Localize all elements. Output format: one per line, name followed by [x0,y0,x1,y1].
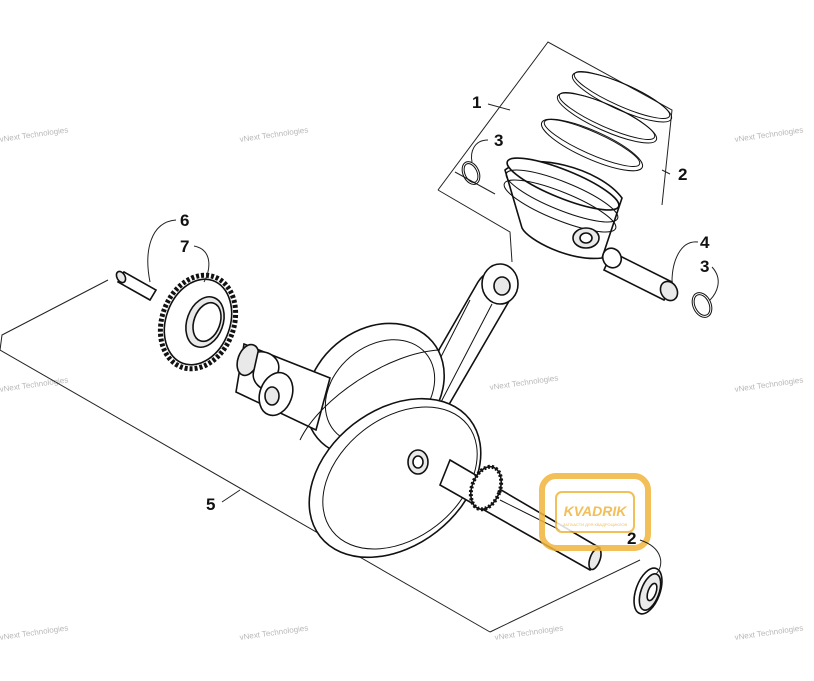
callout-6: 6 [180,211,189,230]
watermark-text: vNext Technologies [734,623,804,642]
crankshaft-left-shaft [235,342,331,432]
callouts: 1 2 3 4 3 6 7 5 2 [180,93,710,548]
watermark: vNext Technologies [734,623,804,642]
callout-2-washer: 2 [627,529,636,548]
piston-group-outline [437,41,673,263]
piston-rings [540,71,673,172]
drive-gear [157,272,239,372]
watermark: vNext Technologies [0,623,69,642]
callout-7: 7 [180,237,189,256]
callout-2-rings: 2 [678,165,687,184]
watermark-text: vNext Technologies [734,375,804,394]
watermark-text: vNext Technologies [239,623,309,642]
callout-4: 4 [700,233,710,252]
watermark-text: vNext Technologies [239,125,309,144]
watermark: vNext Technologies [0,375,69,394]
watermark: vNext Technologies [239,623,309,642]
logo-subtext: ЗАПЧАСТИ ДЛЯ КВАДРОЦИКЛОВ [563,522,628,527]
callout-5: 5 [206,495,215,514]
watermark-text: vNext Technologies [489,373,559,392]
watermark: vNext Technologies [239,125,309,144]
crankshaft-group-outline [0,279,641,633]
callout-3-right: 3 [700,257,709,276]
circlip-left [461,161,481,185]
piston [503,157,623,260]
leader-lines [147,103,719,575]
watermark-text: vNext Technologies [734,125,804,144]
watermark: vNext Technologies [734,375,804,394]
watermark-text: vNext Technologies [0,125,69,144]
thrust-washer [633,567,663,615]
watermark-text: vNext Technologies [0,623,69,642]
logo-text: KVADRIK [564,503,628,519]
callout-3-left: 3 [494,131,503,150]
kvadrik-logo: KVADRIK ЗАПЧАСТИ ДЛЯ КВАДРОЦИКЛОВ [539,473,651,551]
watermark: vNext Technologies [494,623,564,642]
watermark-text: vNext Technologies [494,623,564,642]
circlip-right [691,292,713,318]
watermark-text: vNext Technologies [0,375,69,394]
watermark: vNext Technologies [734,125,804,144]
dowel-pin [115,270,158,302]
watermark: vNext Technologies [489,373,559,392]
crankshaft-right-shaft [438,458,602,572]
crank-web-front [299,349,482,559]
watermark: vNext Technologies [0,125,69,144]
callout-1: 1 [472,93,481,112]
wrist-pin [601,247,679,302]
